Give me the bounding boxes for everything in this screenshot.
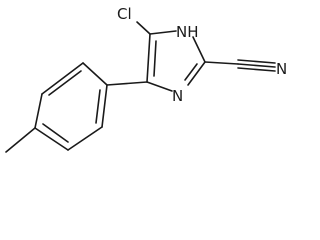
bond-c2-cnitrile xyxy=(204,61,239,65)
bond-c2-n3-outer xyxy=(187,61,206,86)
bond-ar-2 xyxy=(41,62,84,95)
bond-c5-cl xyxy=(136,21,151,35)
bond-n1-c2 xyxy=(192,36,206,63)
bond-methyl xyxy=(5,127,36,153)
bond-c4-c5-inner xyxy=(153,40,157,77)
ring-nitrogen-label: N xyxy=(172,87,183,105)
bond-ar-3 xyxy=(34,93,43,129)
bond-n3-c4 xyxy=(146,81,173,92)
bond-c2-n3-inner xyxy=(184,63,198,81)
bond-ar-inner-3 xyxy=(95,89,101,124)
bond-ar-6 xyxy=(101,84,108,128)
bond-c5-n1 xyxy=(149,30,177,35)
bond-c4-c5-outer xyxy=(146,33,151,83)
bond-triple-3 xyxy=(237,67,276,72)
bond-ar-inner-1 xyxy=(48,70,82,96)
chemical-structure: Cl NH N N xyxy=(5,5,287,153)
bond-ar-1 xyxy=(82,62,108,86)
bond-c4-aryl xyxy=(106,81,148,86)
bond-ar-4 xyxy=(34,127,69,151)
chlorine-label: Cl xyxy=(117,5,132,23)
bond-triple-2 xyxy=(237,63,276,68)
nh-label: NH xyxy=(176,23,199,41)
bond-ar-inner-2 xyxy=(42,123,69,143)
nitrile-nitrogen-label: N xyxy=(276,60,287,78)
bond-triple-1 xyxy=(237,59,276,64)
bond-ar-5 xyxy=(67,126,103,151)
